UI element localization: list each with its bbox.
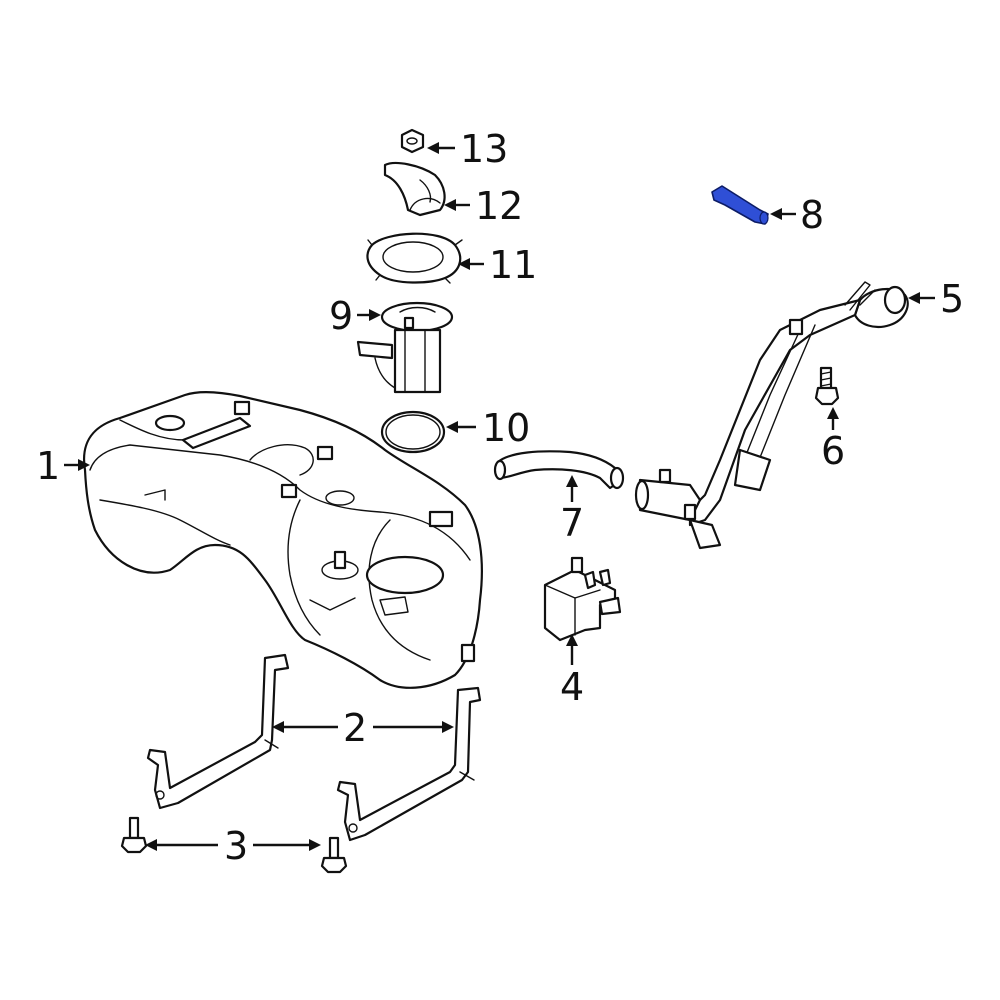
leader-13 (427, 142, 455, 154)
fuel-hose (493, 450, 625, 490)
strap-bolt-left (120, 816, 148, 854)
tank-strap-right (336, 686, 482, 842)
tank-strap-left (146, 653, 290, 810)
leader-7 (566, 475, 578, 502)
strap-bolt-right (320, 836, 348, 874)
evap-module (543, 556, 622, 642)
leader-3 (145, 839, 321, 851)
fuel-pump-module (356, 301, 454, 394)
leader-5 (908, 292, 935, 304)
callout-6: 6 (821, 429, 845, 473)
leader-11 (458, 258, 484, 270)
leader-6 (827, 407, 839, 430)
filler-neck (634, 281, 909, 550)
filler-bolt (814, 366, 840, 406)
highlighted-part-8 (711, 185, 769, 225)
callout-7: 7 (560, 501, 584, 545)
lock-ring (366, 232, 463, 284)
nut (400, 128, 425, 154)
callout-4: 4 (560, 665, 584, 709)
callout-5: 5 (940, 277, 964, 321)
leader-10 (446, 421, 476, 433)
callout-3: 3 (224, 824, 248, 868)
callout-10: 10 (482, 406, 530, 450)
callout-9: 9 (329, 294, 353, 338)
callout-11: 11 (489, 243, 537, 287)
fuel-tank (82, 390, 483, 689)
callout-1: 1 (36, 444, 60, 488)
fuel-pump-seal (380, 410, 446, 454)
heat-shield (383, 161, 446, 217)
leader-9 (357, 309, 381, 321)
leader-2 (272, 721, 454, 733)
leader-8 (770, 208, 796, 220)
callout-2: 2 (343, 706, 367, 750)
leader-12 (444, 199, 470, 211)
leader-1 (64, 459, 90, 471)
callout-12: 12 (475, 184, 523, 228)
leader-4 (566, 634, 578, 665)
callout-8: 8 (800, 193, 824, 237)
callout-13: 13 (460, 127, 508, 171)
